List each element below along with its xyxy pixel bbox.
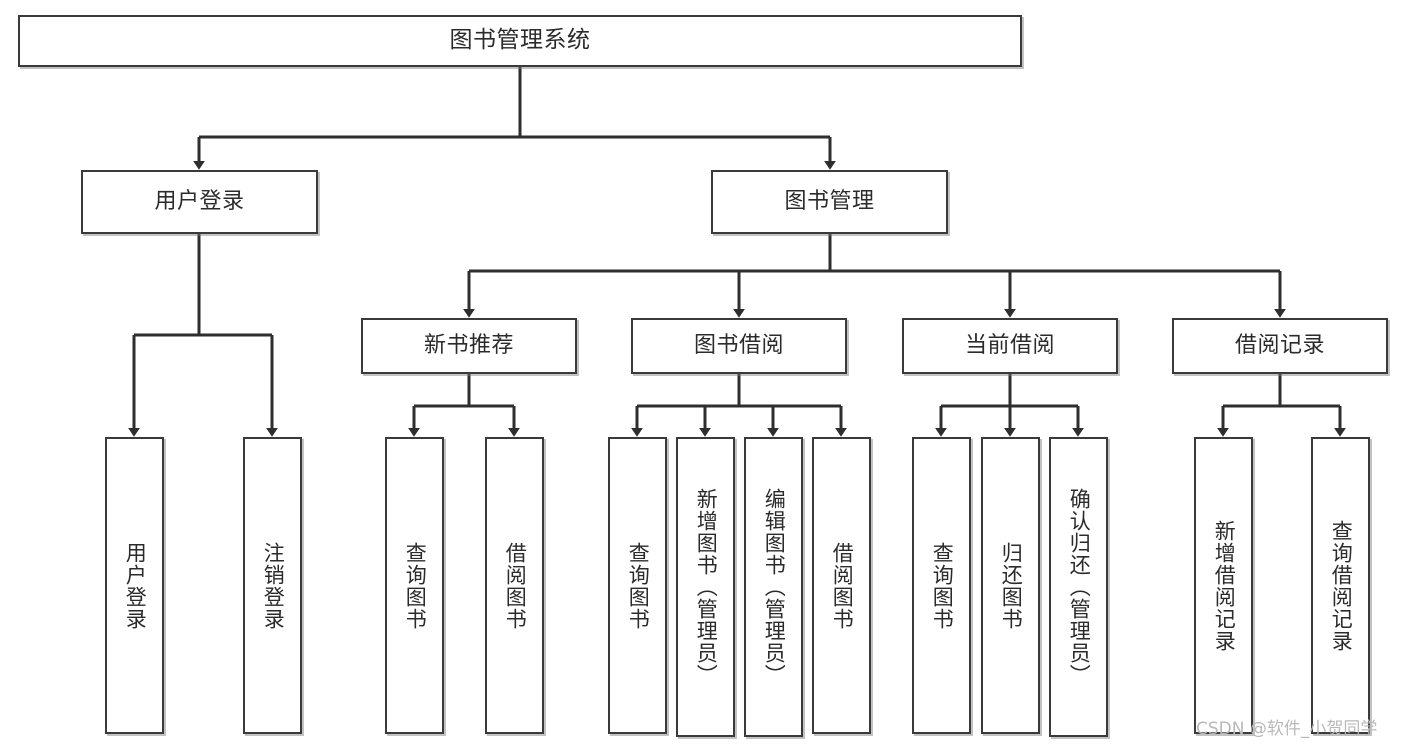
- leaf-borrow-book-1[interactable]: 借阅图书: [485, 437, 544, 734]
- leaf-confirm-return[interactable]: 确认归还（管理员）: [1049, 437, 1108, 737]
- node-new-book-recommendation-label: 新书推荐: [423, 333, 514, 359]
- leaf-query-book-1[interactable]: 查询图书: [385, 437, 444, 734]
- node-borrow-record-label: 借阅记录: [1234, 333, 1325, 359]
- leaf-add-borrow-record[interactable]: 新增借阅记录: [1194, 437, 1253, 734]
- leaf-query-book-3-label: 查询图书: [930, 541, 955, 630]
- node-root-system[interactable]: 图书管理系统: [18, 15, 1022, 67]
- leaf-return-book-label: 归还图书: [999, 541, 1024, 630]
- leaf-borrow-book-2-label: 借阅图书: [830, 541, 855, 630]
- leaf-query-book-2[interactable]: 查询图书: [608, 437, 667, 734]
- node-new-book-recommendation[interactable]: 新书推荐: [361, 318, 577, 374]
- node-current-borrow-label: 当前借阅: [964, 333, 1055, 359]
- leaf-query-borrow-record[interactable]: 查询借阅记录: [1311, 437, 1370, 734]
- leaf-logout[interactable]: 注销登录: [243, 437, 302, 734]
- leaf-confirm-return-label: 确认归还（管理员）: [1067, 488, 1092, 686]
- leaf-return-book[interactable]: 归还图书: [981, 437, 1040, 734]
- leaf-query-book-2-label: 查询图书: [626, 541, 651, 630]
- leaf-logout-label: 注销登录: [261, 541, 286, 630]
- leaf-edit-book[interactable]: 编辑图书（管理员）: [744, 437, 803, 737]
- node-book-manage-label: 图书管理: [784, 189, 875, 215]
- node-book-manage[interactable]: 图书管理: [711, 170, 948, 234]
- node-user-login-label: 用户登录: [154, 189, 245, 215]
- csdn-watermark: CSDN @软件_小贺同学: [1196, 719, 1378, 739]
- leaf-add-book[interactable]: 新增图书（管理员）: [676, 437, 735, 737]
- node-user-login[interactable]: 用户登录: [81, 170, 318, 234]
- node-book-borrow-label: 图书借阅: [693, 333, 784, 359]
- node-book-borrow[interactable]: 图书借阅: [631, 318, 847, 374]
- leaf-borrow-book-2[interactable]: 借阅图书: [812, 437, 871, 734]
- leaf-query-book-3[interactable]: 查询图书: [912, 437, 971, 734]
- leaf-add-book-label: 新增图书（管理员）: [694, 488, 719, 686]
- leaf-add-borrow-record-label: 新增借阅记录: [1212, 519, 1237, 652]
- leaf-edit-book-label: 编辑图书（管理员）: [762, 488, 787, 686]
- leaf-user-login[interactable]: 用户登录: [105, 437, 164, 734]
- node-root-system-label: 图书管理系统: [449, 27, 591, 54]
- leaf-query-book-1-label: 查询图书: [403, 541, 428, 630]
- leaf-user-login-label: 用户登录: [123, 541, 148, 630]
- node-borrow-record[interactable]: 借阅记录: [1172, 318, 1388, 374]
- node-current-borrow[interactable]: 当前借阅: [902, 318, 1118, 374]
- leaf-borrow-book-1-label: 借阅图书: [503, 541, 528, 630]
- leaf-query-borrow-record-label: 查询借阅记录: [1329, 519, 1354, 652]
